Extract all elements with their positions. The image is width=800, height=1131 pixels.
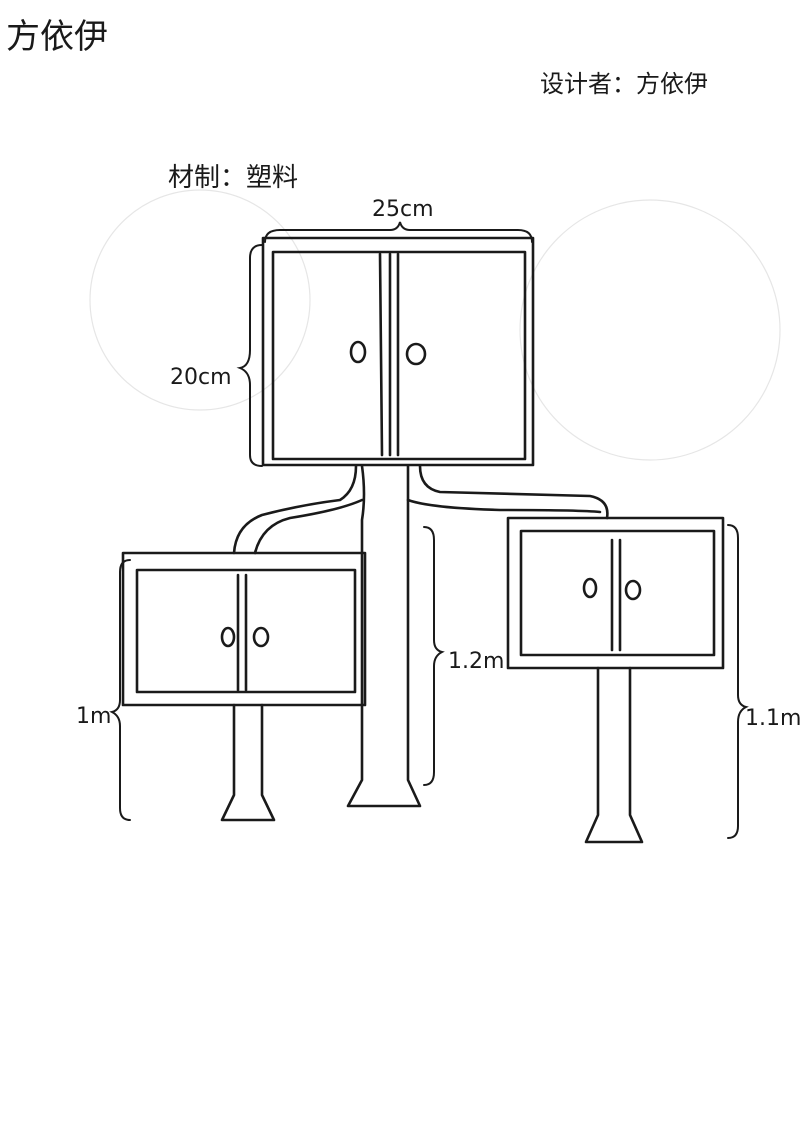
designer-label: 设计者：方依伊 — [540, 70, 708, 98]
knob-icon — [252, 626, 270, 648]
height-brace — [236, 244, 263, 467]
material-label: 材制：塑料 — [168, 163, 298, 193]
faint-circle-mark — [519, 199, 781, 461]
left-height-brace — [109, 559, 131, 821]
author-name: 方依伊 — [6, 17, 108, 57]
dimension-left-height: 1m — [76, 704, 111, 729]
dimension-height: 20cm — [170, 365, 232, 390]
dimension-center-height: 1.2m — [448, 649, 504, 674]
trunk — [232, 464, 609, 808]
faint-circle-mark — [89, 189, 311, 411]
knob-icon — [624, 579, 642, 601]
width-brace — [264, 221, 533, 243]
knob-icon — [582, 577, 598, 599]
right-height-brace — [727, 524, 749, 839]
dimension-right-height: 1.1m — [745, 706, 800, 731]
knob-icon — [220, 626, 236, 648]
dimension-width: 25cm — [372, 197, 434, 222]
right-cabinet — [506, 516, 725, 844]
large-cabinet — [261, 236, 535, 467]
knob-icon — [349, 340, 367, 364]
left-cabinet — [121, 551, 367, 822]
knob-icon — [405, 342, 427, 366]
center-height-brace — [423, 526, 445, 786]
